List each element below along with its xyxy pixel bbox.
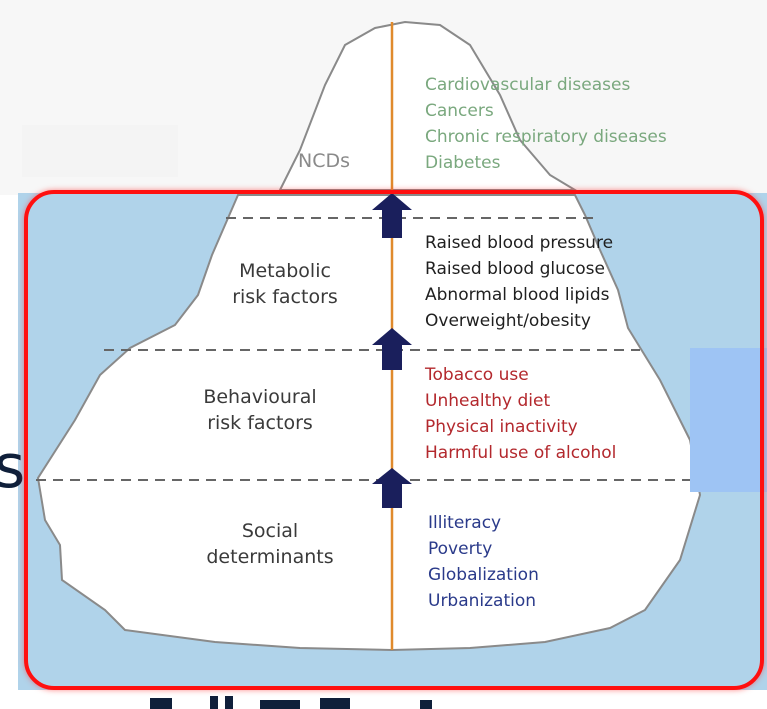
up-arrow-ncds [372, 193, 412, 238]
list-item: Illiteracy [428, 513, 502, 533]
tier-label-metabolic: Metabolic risk factors [200, 258, 370, 310]
up-arrow-behavioural [372, 468, 412, 508]
metabolic-list: Raised blood pressure Raised blood gluco… [425, 230, 613, 334]
tier-label-line: risk factors [207, 412, 313, 434]
iceberg-tip [278, 20, 579, 191]
tier-label-behavioural: Behavioural risk factors [170, 384, 350, 436]
iceberg-body [36, 194, 702, 652]
list-item: Overweight/obesity [425, 311, 591, 331]
grey-overlay-band [22, 125, 178, 177]
ncds-label: NCDs [298, 150, 351, 172]
social-list: Illiteracy Poverty Globalization Urbaniz… [428, 510, 539, 614]
up-arrow-metabolic [372, 328, 412, 370]
cropped-text-fragment [150, 696, 432, 709]
tier-label-social: Social determinants [170, 518, 370, 570]
list-item: Cancers [425, 101, 494, 121]
ncd-list: Cardiovascular diseases Cancers Chronic … [425, 72, 667, 176]
tier-label-line: determinants [206, 546, 334, 568]
list-item: Unhealthy diet [425, 391, 551, 411]
tier-label-line: Metabolic [239, 260, 331, 282]
partial-letter-s: s [0, 432, 26, 502]
list-item: Diabetes [425, 153, 501, 173]
list-item: Globalization [428, 565, 539, 585]
list-item: Cardiovascular diseases [425, 75, 631, 95]
blue-overlay-box [690, 348, 767, 492]
tier-label-line: risk factors [232, 286, 338, 308]
tier-label-line: Social [241, 520, 299, 542]
up-arrows [372, 193, 412, 508]
list-item: Abnormal blood lipids [425, 285, 610, 305]
tier-label-line: Behavioural [203, 386, 317, 408]
list-item: Physical inactivity [425, 417, 578, 437]
behavioural-list: Tobacco use Unhealthy diet Physical inac… [425, 362, 616, 466]
list-item: Poverty [428, 539, 493, 559]
list-item: Raised blood glucose [425, 259, 605, 279]
list-item: Tobacco use [425, 365, 529, 385]
list-item: Harmful use of alcohol [425, 443, 617, 463]
list-item: Urbanization [428, 591, 537, 611]
list-item: Raised blood pressure [425, 233, 614, 253]
list-item: Chronic respiratory diseases [425, 127, 667, 147]
